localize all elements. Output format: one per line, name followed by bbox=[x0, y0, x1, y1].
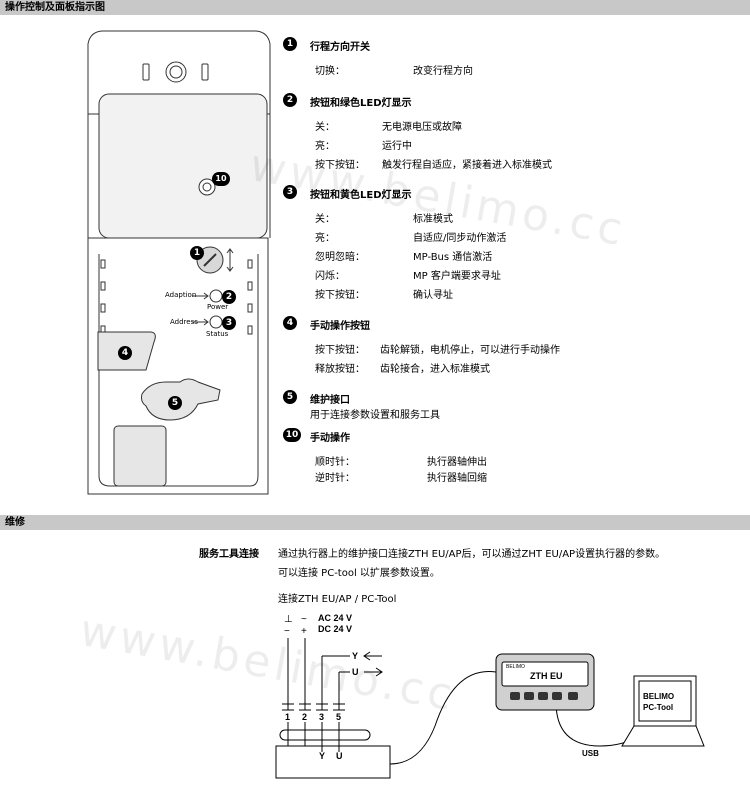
row-key: 闪烁： bbox=[315, 271, 345, 282]
box-u-label: U bbox=[336, 751, 343, 761]
row-key: 关： bbox=[315, 214, 335, 225]
section-description: 用于连接参数设置和服务工具 bbox=[310, 410, 440, 421]
section-title-yellow-led: 按钮和黄色LED灯显示 bbox=[310, 190, 412, 201]
marker-3: 3 bbox=[222, 316, 236, 330]
row-value: 确认寻址 bbox=[413, 290, 453, 301]
marker-10: 10 bbox=[212, 172, 230, 186]
row-key: 逆时针： bbox=[315, 473, 355, 484]
diagram-caption: 连接ZTH EU/AP / PC-Tool bbox=[278, 594, 397, 605]
row-value: 执行器轴回缩 bbox=[427, 473, 487, 484]
service-text-line-1: 通过执行器上的维护接口连接ZTH EU/AP后，可以通过ZHT EU/AP设置执… bbox=[278, 549, 666, 560]
adaption-label: Adaption bbox=[165, 291, 197, 299]
section-number-2: 2 bbox=[283, 93, 297, 107]
row-key: 亮： bbox=[315, 141, 335, 152]
row-key: 按下按钮： bbox=[315, 290, 365, 301]
row-key: 亮： bbox=[315, 233, 335, 244]
marker-2: 2 bbox=[222, 290, 236, 304]
row-value: 自适应/同步动作激活 bbox=[413, 233, 507, 244]
address-label: Address bbox=[170, 318, 198, 326]
service-tool-label: 服务工具连接 bbox=[199, 549, 259, 560]
terminal-3: 3 bbox=[319, 712, 324, 722]
maintenance-header-bar: 维修 bbox=[0, 515, 750, 530]
ac-voltage-label: AC 24 V bbox=[318, 613, 352, 623]
box-y-label: Y bbox=[319, 751, 325, 761]
row-value: 执行器轴伸出 bbox=[427, 457, 487, 468]
maintenance-header-title: 维修 bbox=[5, 517, 25, 528]
section-title-maintenance-port: 维护接口 bbox=[310, 395, 350, 406]
pc-tool-line-1: BELIMO bbox=[643, 692, 674, 701]
zth-label: ZTH EU bbox=[530, 671, 563, 681]
row-value: 运行中 bbox=[382, 141, 412, 152]
y-input-label: Y bbox=[352, 651, 358, 661]
row-key: 切换： bbox=[315, 66, 345, 77]
section-header-title: 操作控制及面板指示图 bbox=[5, 2, 105, 13]
row-value: 齿轮解锁，电机停止，可以进行手动操作 bbox=[380, 345, 560, 356]
row-value: MP-Bus 通信激活 bbox=[413, 252, 493, 263]
row-value: 改变行程方向 bbox=[413, 66, 473, 77]
usb-label: USB bbox=[582, 749, 599, 758]
marker-1: 1 bbox=[190, 246, 204, 260]
actuator-drawing bbox=[87, 30, 271, 495]
dc-voltage-label: DC 24 V bbox=[318, 624, 352, 634]
row-value: 触发行程自适应，紧接着进入标准模式 bbox=[382, 160, 552, 171]
section-number-4: 4 bbox=[283, 316, 297, 330]
ground-symbol: ⊥ bbox=[284, 614, 293, 625]
row-value: MP 客户端要求寻址 bbox=[413, 271, 501, 282]
row-value: 标准模式 bbox=[413, 214, 453, 225]
section-title-direction-switch: 行程方向开关 bbox=[310, 42, 370, 53]
status-label: Status bbox=[206, 330, 229, 338]
ac-symbol: ~ bbox=[301, 614, 307, 625]
section-number-5: 5 bbox=[283, 390, 297, 404]
power-label: Power bbox=[207, 303, 229, 311]
pc-tool-line-2: PC-Tool bbox=[643, 703, 673, 712]
row-key: 按下按钮： bbox=[315, 160, 365, 171]
section-title-manual-button: 手动操作按钮 bbox=[310, 321, 370, 332]
minus-symbol: − bbox=[284, 626, 290, 637]
zth-brand: BELIMO bbox=[506, 664, 525, 670]
terminal-5: 5 bbox=[336, 712, 341, 722]
terminal-1: 1 bbox=[285, 712, 290, 722]
section-number-3: 3 bbox=[283, 185, 297, 199]
row-key: 关： bbox=[315, 122, 335, 133]
row-key: 释放按钮： bbox=[315, 364, 365, 375]
section-title-green-led: 按钮和绿色LED灯显示 bbox=[310, 98, 412, 109]
section-header-bar: 操作控制及面板指示图 bbox=[0, 0, 750, 15]
row-value: 齿轮接合，进入标准模式 bbox=[380, 364, 490, 375]
section-title-manual-operation: 手动操作 bbox=[310, 433, 350, 444]
terminal-2: 2 bbox=[302, 712, 307, 722]
row-key: 按下按钮： bbox=[315, 345, 365, 356]
row-value: 无电源电压或故障 bbox=[382, 122, 462, 133]
u-output-label: U bbox=[352, 667, 359, 677]
marker-4: 4 bbox=[118, 346, 132, 360]
row-key: 顺时针： bbox=[315, 457, 355, 468]
service-text-line-2: 可以连接 PC-tool 以扩展参数设置。 bbox=[278, 568, 440, 579]
section-number-10: 10 bbox=[283, 428, 301, 442]
plus-symbol: + bbox=[301, 626, 307, 637]
marker-5: 5 bbox=[168, 396, 182, 410]
row-key: 忽明忽暗： bbox=[315, 252, 365, 263]
section-number-1: 1 bbox=[283, 37, 297, 51]
wiring-diagram: ⊥ − ~ + AC 24 V DC 24 V Y U 1 2 3 5 Y U bbox=[275, 613, 705, 779]
